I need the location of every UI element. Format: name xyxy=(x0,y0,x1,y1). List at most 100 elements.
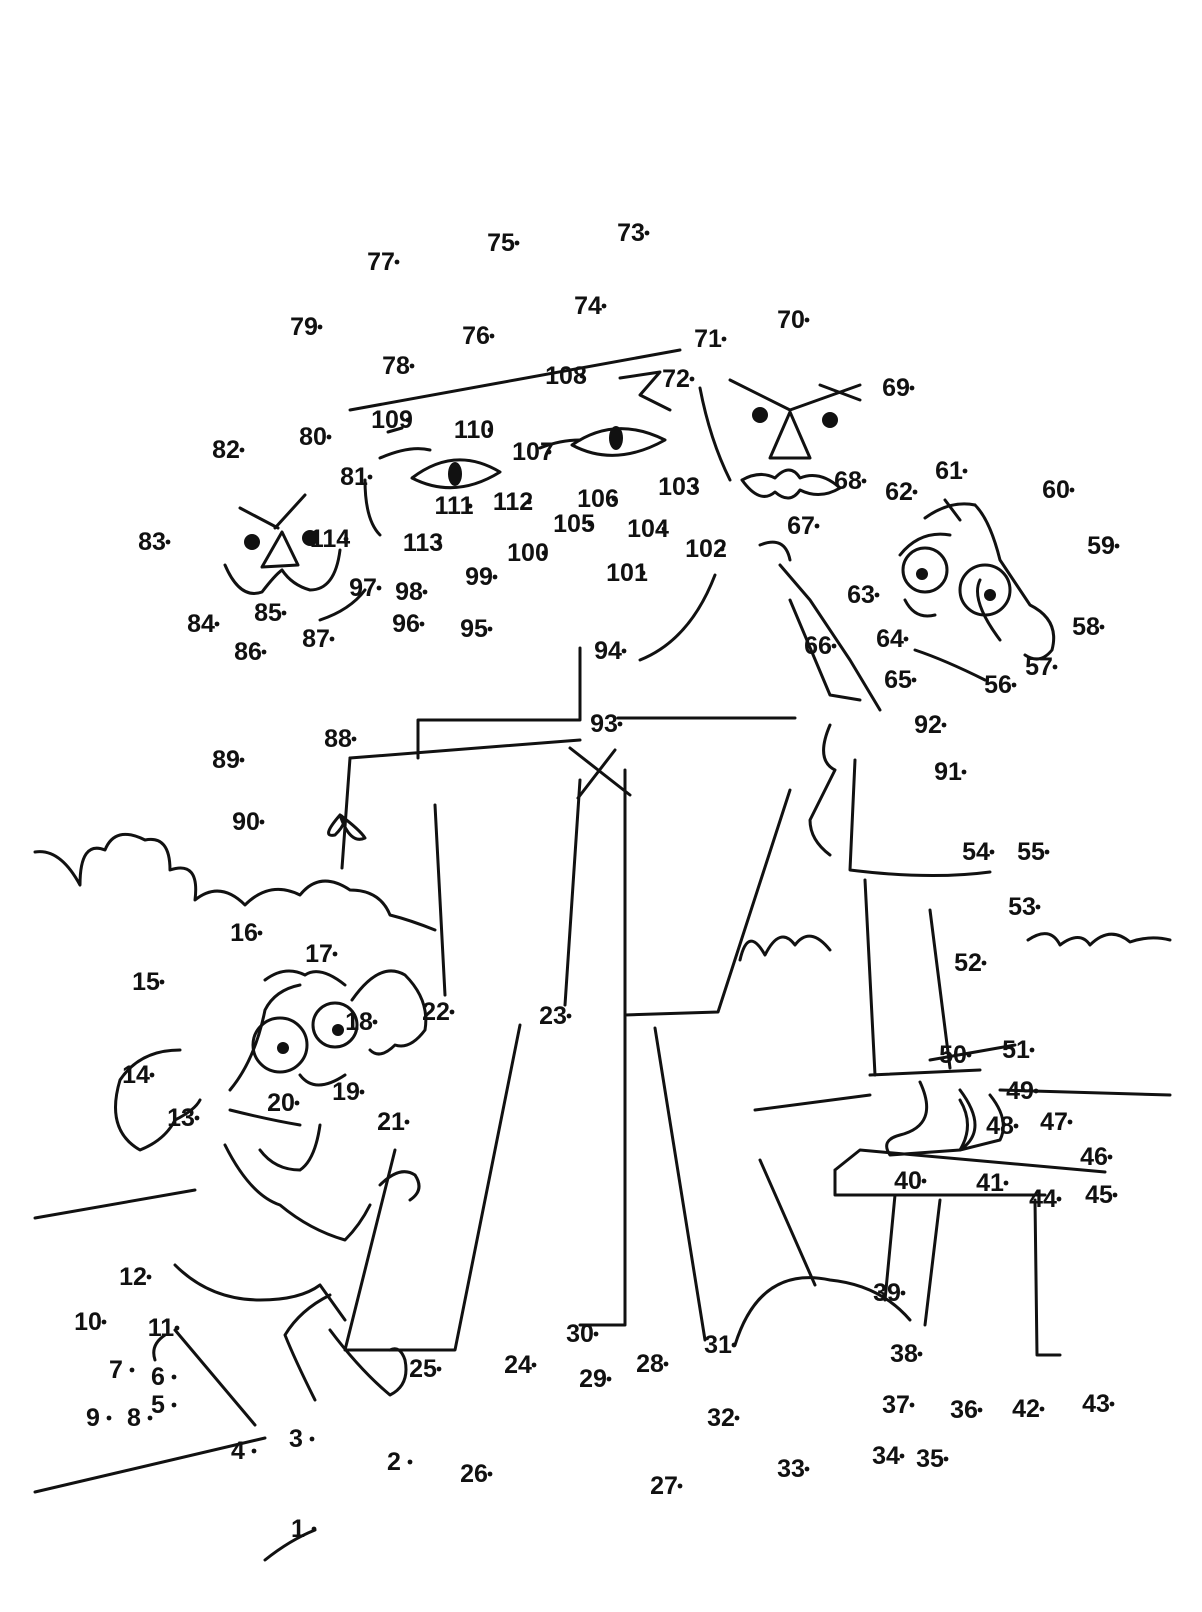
dot-marker xyxy=(294,1100,300,1106)
dot-63: 63 xyxy=(847,581,880,609)
dot-marker xyxy=(900,1290,906,1296)
dot-number: 1 xyxy=(291,1515,305,1543)
dot-number: 29 xyxy=(579,1365,607,1393)
dot-marker xyxy=(159,979,165,985)
dot-30: 30 xyxy=(566,1320,599,1348)
dot-marker xyxy=(941,722,947,728)
dot-number: 34 xyxy=(872,1442,900,1470)
dot-marker xyxy=(909,385,915,391)
dot-number: 2 xyxy=(387,1448,401,1476)
dot-number: 45 xyxy=(1085,1181,1113,1209)
dot-number: 90 xyxy=(232,808,260,836)
dot-15: 15 xyxy=(132,968,165,996)
dot-72: 72 xyxy=(662,365,695,393)
dot-marker xyxy=(541,550,547,556)
dot-12: 12 xyxy=(119,1263,152,1291)
dot-marker xyxy=(261,649,267,655)
dot-number: 31 xyxy=(704,1331,732,1359)
dot-number: 110 xyxy=(454,416,494,444)
dot-marker xyxy=(376,585,382,591)
dot-marker xyxy=(644,230,650,236)
dot-83: 83 xyxy=(138,528,171,556)
dot-6: 6 xyxy=(151,1363,177,1391)
tree-pupil-right xyxy=(609,426,623,450)
dot-marker xyxy=(531,1362,537,1368)
dot-number: 59 xyxy=(1087,532,1115,560)
dot-108: 108 xyxy=(545,362,587,390)
dot-97: 97 xyxy=(349,574,382,602)
dot-marker xyxy=(329,636,335,642)
dot-marker xyxy=(492,574,498,580)
dot-48: 48 xyxy=(986,1112,1019,1140)
dot-marker xyxy=(917,1351,923,1357)
dot-number: 75 xyxy=(487,229,515,257)
dot-number: 27 xyxy=(650,1472,678,1500)
dot-number: 54 xyxy=(962,838,990,866)
dot-number: 97 xyxy=(349,574,377,602)
dot-39: 39 xyxy=(873,1279,906,1307)
dot-112: 112 xyxy=(493,488,533,516)
dot-79: 79 xyxy=(290,313,323,341)
dot-marker xyxy=(487,1471,493,1477)
dot-number: 107 xyxy=(512,438,554,466)
dot-113: 113 xyxy=(403,529,443,557)
dot-marker xyxy=(593,1331,599,1337)
dot-number: 62 xyxy=(885,478,913,506)
dot-number: 84 xyxy=(187,610,215,638)
dot-number: 6 xyxy=(151,1363,165,1391)
dot-number: 100 xyxy=(507,539,549,567)
dot-111: 111 xyxy=(435,492,474,520)
dot-99: 99 xyxy=(465,563,498,591)
dot-number: 102 xyxy=(685,535,727,563)
dot-marker xyxy=(259,819,265,825)
dot-marker xyxy=(1029,1047,1035,1053)
dot-marker xyxy=(814,523,820,529)
dot-marker xyxy=(566,1013,572,1019)
dot-20: 20 xyxy=(267,1089,300,1117)
dot-number: 11 xyxy=(148,1314,175,1342)
dot-71: 71 xyxy=(694,325,727,353)
dot-number: 53 xyxy=(1008,893,1036,921)
dot-7: 7 xyxy=(109,1356,135,1384)
dot-number: 109 xyxy=(371,406,413,434)
dot-40: 40 xyxy=(894,1167,927,1195)
dot-52: 52 xyxy=(954,949,987,977)
dot-1: 1 xyxy=(291,1515,317,1543)
dot-number: 67 xyxy=(787,512,815,540)
dot-number: 79 xyxy=(290,313,318,341)
dot-number: 61 xyxy=(935,457,963,485)
dot-marker xyxy=(663,1361,669,1367)
dot-marker xyxy=(489,333,495,339)
dot-marker xyxy=(874,592,880,598)
dot-37: 37 xyxy=(882,1391,915,1419)
dot-23: 23 xyxy=(539,1002,572,1030)
dot-number: 13 xyxy=(167,1104,195,1132)
dot-number: 37 xyxy=(882,1391,910,1419)
dot-marker xyxy=(394,259,400,265)
dot-90: 90 xyxy=(232,808,265,836)
dot-number: 89 xyxy=(212,746,240,774)
dot-92: 92 xyxy=(914,711,947,739)
dot-number: 51 xyxy=(1002,1036,1030,1064)
dot-number: 87 xyxy=(302,625,330,653)
dot-marker xyxy=(721,336,727,342)
dot-marker xyxy=(129,1367,135,1373)
dot-56: 56 xyxy=(984,671,1017,699)
dot-10: 10 xyxy=(74,1308,107,1336)
dot-marker xyxy=(903,636,909,642)
dot-46: 46 xyxy=(1080,1143,1113,1171)
dot-marker xyxy=(101,1319,107,1325)
dot-number: 113 xyxy=(403,529,443,557)
dot-47: 47 xyxy=(1040,1108,1073,1136)
dot-marker xyxy=(731,1342,737,1348)
dot-69: 69 xyxy=(882,374,915,402)
dot-number: 95 xyxy=(460,615,488,643)
dot-number: 69 xyxy=(882,374,910,402)
dot-marker xyxy=(194,1115,200,1121)
dot-marker xyxy=(449,1009,455,1015)
dot-marker xyxy=(692,484,698,490)
dot-number: 17 xyxy=(305,940,333,968)
dot-marker xyxy=(419,621,425,627)
dot-marker xyxy=(1044,849,1050,855)
